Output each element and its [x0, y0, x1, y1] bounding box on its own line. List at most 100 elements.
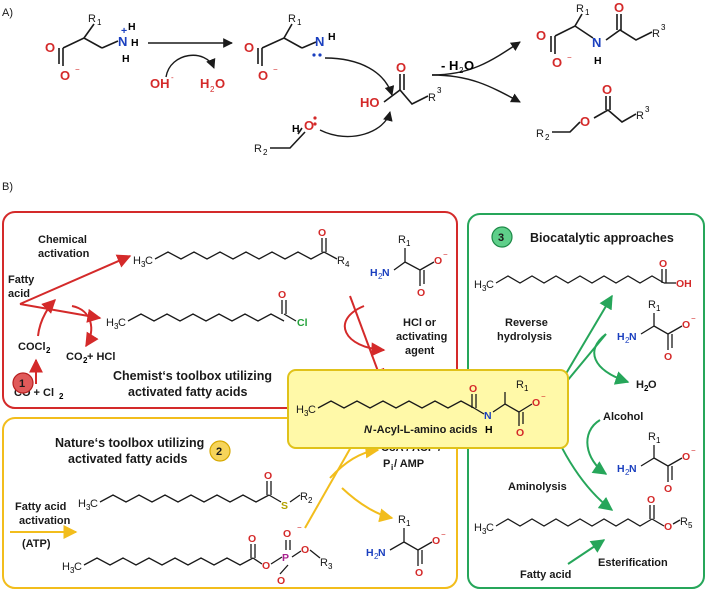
negative-charge-2: − [273, 65, 278, 74]
box3-title: Biocatalytic approaches [530, 231, 674, 245]
amide-carbonyl-o: O [614, 0, 624, 15]
box1-aa-charge: − [443, 250, 448, 259]
ammonium-h-bottom: H [122, 53, 130, 65]
box3-aa2-charge: − [691, 446, 696, 455]
acyl-r4: R [337, 255, 345, 267]
phos-r3-sub: 3 [328, 562, 333, 571]
coa-rest: / AMP [394, 458, 424, 470]
amide-product: O O − R 1 N H O R 3 [536, 0, 666, 70]
r2-label: R [254, 143, 262, 155]
box3-aa1-o-minus: O [682, 319, 690, 331]
box3-aa2-h2n-n: N [629, 463, 637, 475]
thio-h3c-c: C [90, 498, 98, 510]
center-label: -Acyl-L-amino acids [373, 424, 478, 436]
acyl-o: O [318, 227, 326, 239]
hcl-line1: HCl or [403, 317, 437, 329]
cocl2-sub: 2 [46, 346, 51, 355]
carboxylic-acid: HO O R 3 [360, 60, 442, 110]
water-o: O [215, 76, 225, 91]
r2-sub: 2 [263, 148, 268, 157]
amide-r1: R [576, 3, 584, 15]
acyl-h3c-sub: 3 [141, 260, 146, 269]
co2-rest: + HCl [87, 351, 115, 363]
phos-r3: R [320, 557, 328, 569]
box1-aa-h2n: H [370, 267, 378, 279]
center-amide-o: O [469, 383, 477, 395]
center-r1: R [516, 379, 524, 391]
phos-charge: − [297, 523, 302, 532]
box3-aa2-r1-sub: 1 [656, 436, 661, 445]
box2-content: Nature‘s toolbox utilizing activated fat… [10, 380, 446, 587]
box1-aa-h2n-n: N [382, 267, 390, 279]
box3-fatty-acid-label: Fatty acid [520, 569, 571, 581]
box1-title-2: activated fatty acids [128, 385, 248, 399]
nature-toolbox-box [2, 417, 458, 589]
r1-label-2: R [288, 13, 296, 25]
box3-aa2-h2n-sub: 2 [625, 468, 630, 477]
ammonium-nitrogen: N [118, 34, 127, 49]
thio-o: O [264, 470, 272, 482]
box1-aa-r1-sub: 1 [406, 239, 411, 248]
phos-o-ester: O [301, 544, 309, 556]
box2-title-2: activated fatty acids [68, 452, 188, 466]
box3-ester-h3c: H [474, 522, 482, 534]
amide-h: H [594, 55, 602, 67]
box3-ester-r5-sub: 5 [688, 521, 693, 530]
minus-water-o: O [464, 58, 474, 73]
box2-aa-r1: R [398, 514, 406, 526]
minus-water-label: - H [441, 58, 458, 73]
box3-aa1-h2n: H [617, 331, 625, 343]
box3-aa1-charge: − [691, 314, 696, 323]
ester-r2: R [536, 128, 544, 140]
box3-aa2-o-minus: O [682, 451, 690, 463]
box3-aa1-o: O [664, 351, 672, 363]
chemical-activation-1: Chemical [38, 234, 87, 246]
thio-s: S [281, 500, 288, 512]
alcohol: H O R 2 [254, 116, 317, 157]
coa-pi-sub: i [391, 463, 393, 472]
fatty-acid-1: Fatty [8, 274, 35, 286]
ester-product: R 2 O O R 3 [536, 82, 650, 142]
minus-water-sub: 2 [459, 66, 464, 75]
box2-aa-o: O [415, 567, 423, 579]
box3-fa-o: O [659, 258, 667, 270]
amide-n: N [592, 35, 601, 50]
ester-carbonyl-o: O [602, 82, 612, 97]
box2-aa-h2n-n: N [378, 547, 386, 559]
chloride-o: O [278, 289, 286, 301]
r1-sub-2: 1 [297, 18, 302, 27]
box3-aa2-o: O [664, 483, 672, 495]
chloride-h3c-c: C [118, 317, 126, 329]
box3-ester-carbonyl-o: O [647, 494, 655, 506]
center-h3c: H [296, 404, 304, 416]
r1-sub: 1 [97, 18, 102, 27]
box3-content: 3 Biocatalytic approaches H 3 C O OH Rev… [474, 226, 696, 581]
ester-r2-sub: 2 [545, 133, 550, 142]
box3-ester-o: O [664, 521, 672, 533]
fa-activation-2: activation [19, 515, 71, 527]
box1-aa-o: O [417, 287, 425, 299]
center-charge: − [541, 392, 546, 401]
positive-charge: + [121, 25, 127, 37]
box2-number-badge [209, 440, 231, 462]
chemist-toolbox-box [2, 211, 458, 409]
box2-aa-r1-sub: 1 [406, 519, 411, 528]
center-h: H [485, 424, 493, 436]
amide-product-arrow [431, 41, 521, 76]
box1-title-1: Chemist‘s toolbox utilizing [113, 369, 272, 383]
panel-b-label: B) [2, 181, 13, 193]
box3-ester-r5: R [680, 516, 688, 528]
amide-r1-sub: 1 [585, 8, 590, 17]
ammonium-h-right: H [131, 37, 139, 49]
center-product-box [287, 369, 569, 449]
co2: CO [66, 351, 83, 363]
water-sub: 2 [210, 85, 215, 94]
box1-content: Chemical activation Fatty acid COCl 2 CO… [8, 227, 448, 401]
box3-fa-h3c-c: C [486, 279, 494, 291]
co2-sub: 2 [83, 356, 88, 365]
amine-nitrogen: N [315, 34, 324, 49]
box2-aa-h2n: H [366, 547, 374, 559]
box3-fa-h3c-sub: 3 [482, 284, 487, 293]
chloride-h3c-sub: 3 [114, 322, 119, 331]
